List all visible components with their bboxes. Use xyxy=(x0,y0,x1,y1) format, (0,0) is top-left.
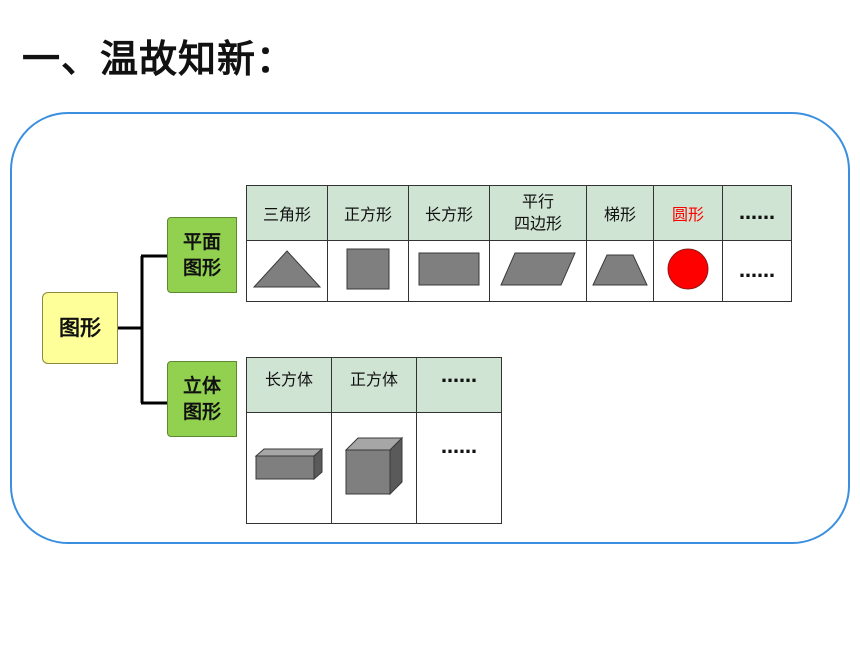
square-cell xyxy=(327,240,409,302)
rectangle-cell xyxy=(408,240,490,302)
header-trapezoid: 梯形 xyxy=(586,185,654,241)
cuboid-cell xyxy=(246,412,332,524)
solid-shapes-table: 长方体 正方体 …… …… xyxy=(246,357,502,524)
rectangle-shape xyxy=(418,252,480,286)
circle-cell xyxy=(653,240,723,302)
cube-shape xyxy=(344,436,404,496)
solid-shapes-node: 立体 图形 xyxy=(167,361,237,437)
header-rectangle: 长方形 xyxy=(408,185,490,241)
header-more: …… xyxy=(722,185,792,241)
plane-shapes-table: 三角形 正方形 长方形 平行 四边形 梯形 圆形 …… …… xyxy=(246,185,792,302)
solid-more-cell: …… xyxy=(416,412,502,524)
circle-shape xyxy=(667,248,709,290)
header-cuboid: 长方体 xyxy=(246,357,332,413)
page-title: 一、温故知新： xyxy=(22,37,296,81)
triangle-cell xyxy=(246,240,328,302)
solid-shape-row: …… xyxy=(246,412,502,524)
plane-label-line2: 图形 xyxy=(182,257,221,279)
solid-label-line1: 立体 xyxy=(182,375,221,397)
trapezoid-cell xyxy=(586,240,654,302)
plane-shapes-node: 平面 图形 xyxy=(167,217,237,293)
root-node: 图形 xyxy=(42,292,118,364)
square-shape xyxy=(346,248,390,290)
header-cube: 正方体 xyxy=(331,357,417,413)
parallelogram-cell xyxy=(489,240,587,302)
header-triangle: 三角形 xyxy=(246,185,328,241)
solid-header-row: 长方体 正方体 …… xyxy=(246,357,502,413)
plane-shape-row: …… xyxy=(246,240,792,302)
plane-header-row: 三角形 正方形 长方形 平行 四边形 梯形 圆形 …… xyxy=(246,185,792,241)
cuboid-shape xyxy=(254,447,324,481)
header-circle: 圆形 xyxy=(653,185,723,241)
header-parallelogram: 平行 四边形 xyxy=(489,185,587,241)
header-solid-more: …… xyxy=(416,357,502,413)
plane-label-line1: 平面 xyxy=(182,231,221,253)
header-square: 正方形 xyxy=(327,185,409,241)
triangle-shape xyxy=(252,250,322,288)
plane-more-cell: …… xyxy=(722,240,792,302)
solid-label-line2: 图形 xyxy=(182,401,221,423)
trapezoid-shape xyxy=(592,254,648,286)
cube-cell xyxy=(331,412,417,524)
content-frame xyxy=(10,112,850,544)
parallelogram-shape xyxy=(500,252,576,286)
